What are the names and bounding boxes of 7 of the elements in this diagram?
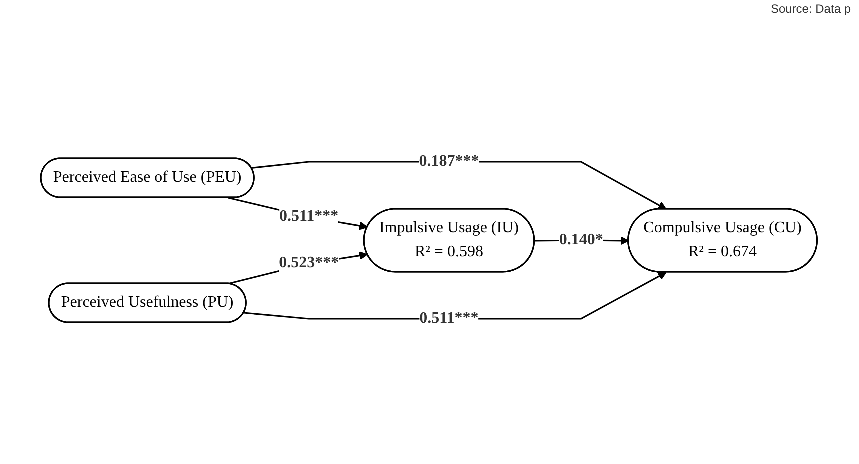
source-note: Source: Data p [770,2,851,16]
edge-label: 0.523*** [279,254,340,272]
edge-label: 0.511*** [280,208,340,225]
edge-label: 0.511*** [420,309,480,326]
arrow [228,196,368,230]
edge-label: 0.140* [560,230,604,248]
edge-label: 0.187*** [420,152,480,170]
